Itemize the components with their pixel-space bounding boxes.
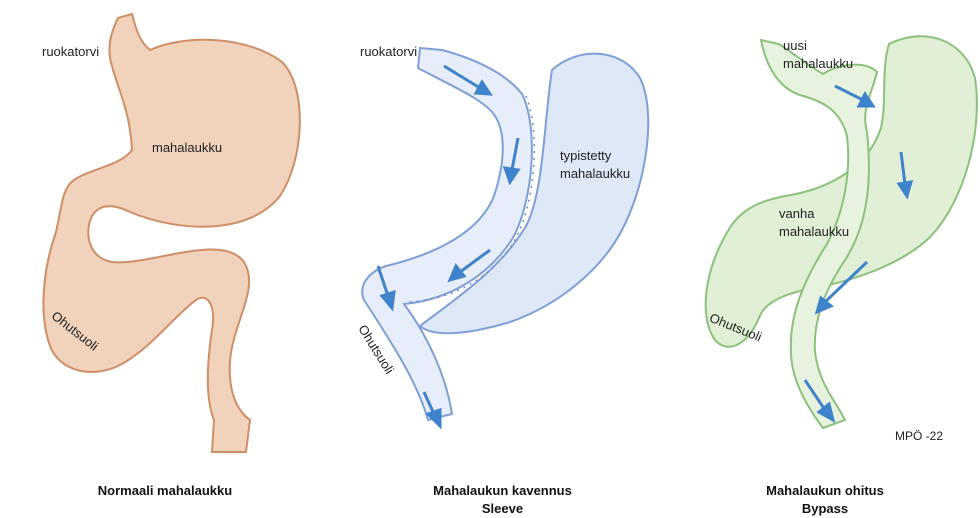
label-stomach: mahalaukku	[152, 140, 222, 156]
panel-normal-stomach: ruokatorvi mahalaukku Ohutsuoli Normaali…	[0, 0, 330, 517]
caption-sleeve-1: Mahalaukun kavennus	[375, 482, 630, 500]
label-old-stomach-1: vanha	[779, 206, 814, 222]
label-reduced-stomach-1: typistetty	[560, 148, 611, 164]
label-reduced-stomach-2: mahalaukku	[560, 166, 630, 182]
label-new-stomach-1: uusi	[783, 38, 807, 54]
sleeve-remnant-shape	[420, 54, 648, 334]
signature: MPÖ -22	[895, 428, 943, 444]
label-esophagus: ruokatorvi	[42, 44, 99, 60]
label-old-stomach-2: mahalaukku	[779, 224, 849, 240]
caption-bypass-2: Bypass	[715, 500, 935, 518]
normal-stomach-drawing	[0, 0, 330, 470]
normal-stomach-shape	[43, 14, 299, 452]
panel-bypass: uusi mahalaukku vanha mahalaukku Ohutsuo…	[675, 0, 980, 517]
caption-sleeve-2: Sleeve	[375, 500, 630, 518]
panel-sleeve: ruokatorvi typistetty mahalaukku Ohutsuo…	[330, 0, 675, 517]
label-new-stomach-2: mahalaukku	[783, 56, 853, 72]
caption-normal: Normaali mahalaukku	[60, 482, 270, 500]
caption-bypass-1: Mahalaukun ohitus	[715, 482, 935, 500]
label-esophagus: ruokatorvi	[360, 44, 417, 60]
sleeve-drawing	[330, 0, 675, 470]
